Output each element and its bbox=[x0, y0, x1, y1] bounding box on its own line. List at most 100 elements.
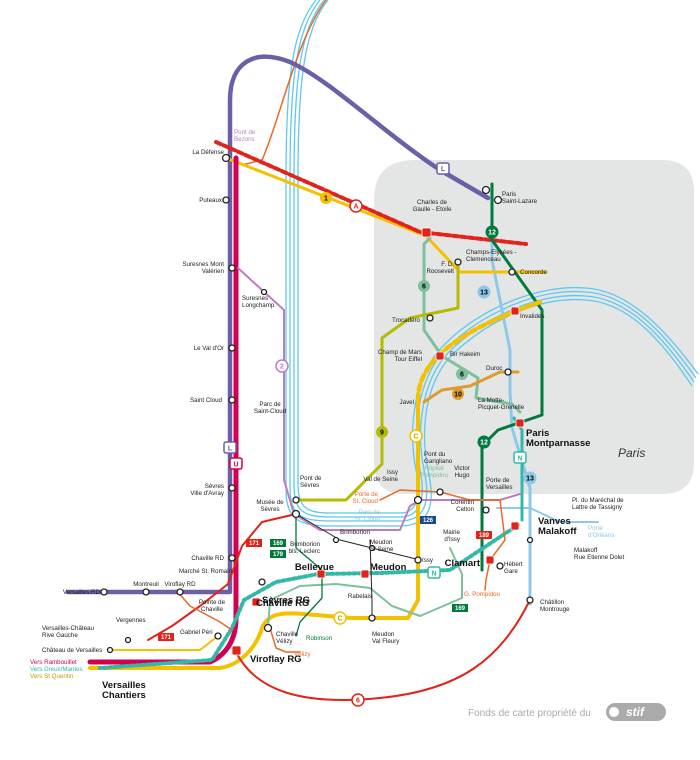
svg-text:13: 13 bbox=[480, 290, 488, 297]
svg-text:169: 169 bbox=[455, 606, 466, 612]
tram-line-2 bbox=[237, 267, 521, 531]
transilien-line-u bbox=[87, 155, 239, 665]
badge-line-n: N bbox=[513, 451, 527, 464]
station-label-fd-roosevelt: F. D.Roosevelt bbox=[426, 261, 454, 275]
badge-rer-c: C bbox=[409, 429, 423, 443]
station-label-meudon: Meudon bbox=[370, 562, 407, 573]
metro-line-6 bbox=[422, 236, 522, 414]
line-badges: 1 A L L U 12 12 6 6 13 13 10 9 C C N N 2… bbox=[158, 162, 537, 707]
transilien-line-l bbox=[65, 54, 491, 595]
station-label-versailles-rd: Versailles RD bbox=[63, 589, 101, 596]
badge-line-10: 10 bbox=[452, 388, 464, 400]
tram-line-6 bbox=[235, 599, 531, 701]
badge-line-13-south: 13 bbox=[523, 471, 537, 485]
station-label-clamart: Clamart bbox=[445, 558, 481, 569]
station-label-la-defense: La Défense bbox=[192, 149, 224, 156]
badge-bus-171-west: 171 bbox=[158, 633, 174, 641]
station-label-bellevue: Bellevue bbox=[295, 562, 334, 573]
bus-line-bezons bbox=[241, 0, 327, 166]
station-label-puteaux: Puteaux bbox=[199, 197, 223, 204]
svg-text:1: 1 bbox=[324, 196, 328, 203]
station-label-saint-cloud: Saint Cloud bbox=[190, 397, 223, 404]
station-label-invalides: Invalides bbox=[520, 313, 544, 320]
svg-text:189: 189 bbox=[479, 533, 490, 539]
rer-line-c bbox=[88, 398, 420, 670]
bus-line-velizy bbox=[269, 627, 301, 653]
rer-line-c-velizy bbox=[109, 635, 219, 651]
badge-bus-171: 171 bbox=[246, 539, 262, 547]
svg-text:6: 6 bbox=[422, 284, 426, 291]
badge-line-9: 9 bbox=[376, 426, 388, 438]
region-label: Paris bbox=[618, 446, 645, 460]
svg-text:C: C bbox=[413, 434, 418, 441]
badge-line-u: U bbox=[229, 457, 243, 470]
metro-line-9 bbox=[294, 260, 460, 502]
svg-text:N: N bbox=[517, 456, 522, 463]
svg-text:2: 2 bbox=[280, 364, 284, 371]
badge-line-6: 6 bbox=[418, 280, 430, 292]
connector-line bbox=[295, 513, 421, 561]
connector-line-meudon bbox=[369, 539, 373, 619]
badge-line-l: L bbox=[436, 162, 450, 175]
station-label-concorde: Concorde bbox=[520, 269, 547, 276]
badge-bus-169: 169 bbox=[270, 539, 286, 547]
svg-text:6: 6 bbox=[356, 698, 360, 705]
svg-text:A: A bbox=[353, 204, 358, 211]
stif-logo: stif bbox=[606, 703, 666, 721]
station-label-issy: Issy bbox=[422, 557, 434, 564]
station-label-montreuil: Montreuil bbox=[133, 581, 158, 588]
station-label-vergennes: Vergennes bbox=[116, 617, 146, 624]
badge-line-1: 1 bbox=[320, 192, 332, 204]
svg-text:179: 179 bbox=[273, 552, 284, 558]
badge-line-12-south: 12 bbox=[477, 435, 491, 449]
station-label-vers-dreux: Vers Dreux/Mantes bbox=[30, 666, 83, 673]
station-markers bbox=[100, 153, 534, 654]
bus-line-189 bbox=[175, 589, 233, 631]
station-label-la-motte: La Motte-Picquet-Grenelle bbox=[478, 397, 525, 411]
badge-line-n-south: N bbox=[427, 566, 441, 579]
station-label-viroflay-rd: Viroflay RD bbox=[164, 581, 196, 588]
station-label-brimborion: Brimborion bbox=[340, 529, 370, 536]
badge-tram-2: 2 bbox=[275, 359, 289, 373]
bus-line-169 bbox=[267, 547, 463, 629]
svg-text:126: 126 bbox=[423, 518, 434, 524]
svg-text:N: N bbox=[431, 571, 436, 578]
badge-line-6-south: 6 bbox=[456, 368, 468, 380]
station-label-robinson: Robinson bbox=[306, 635, 333, 642]
station-label-g-pompidou: G. Pompidou bbox=[464, 591, 501, 598]
svg-text:12: 12 bbox=[488, 230, 496, 237]
station-label-rabelais: Rabelais bbox=[348, 593, 372, 600]
station-label-duroc: Duroc bbox=[486, 365, 503, 372]
svg-text:C: C bbox=[337, 616, 342, 623]
station-label-vers-rambouillet: Vers Rambouillet bbox=[30, 659, 77, 666]
badge-bus-179: 179 bbox=[270, 550, 286, 558]
metro-line-13 bbox=[490, 196, 532, 606]
svg-text:stif: stif bbox=[626, 705, 645, 719]
paris-zone bbox=[374, 160, 694, 494]
transilien-line-n bbox=[98, 523, 520, 670]
badge-tram-6: 6 bbox=[351, 693, 365, 707]
station-label-velizy: Vélizy bbox=[294, 651, 311, 658]
